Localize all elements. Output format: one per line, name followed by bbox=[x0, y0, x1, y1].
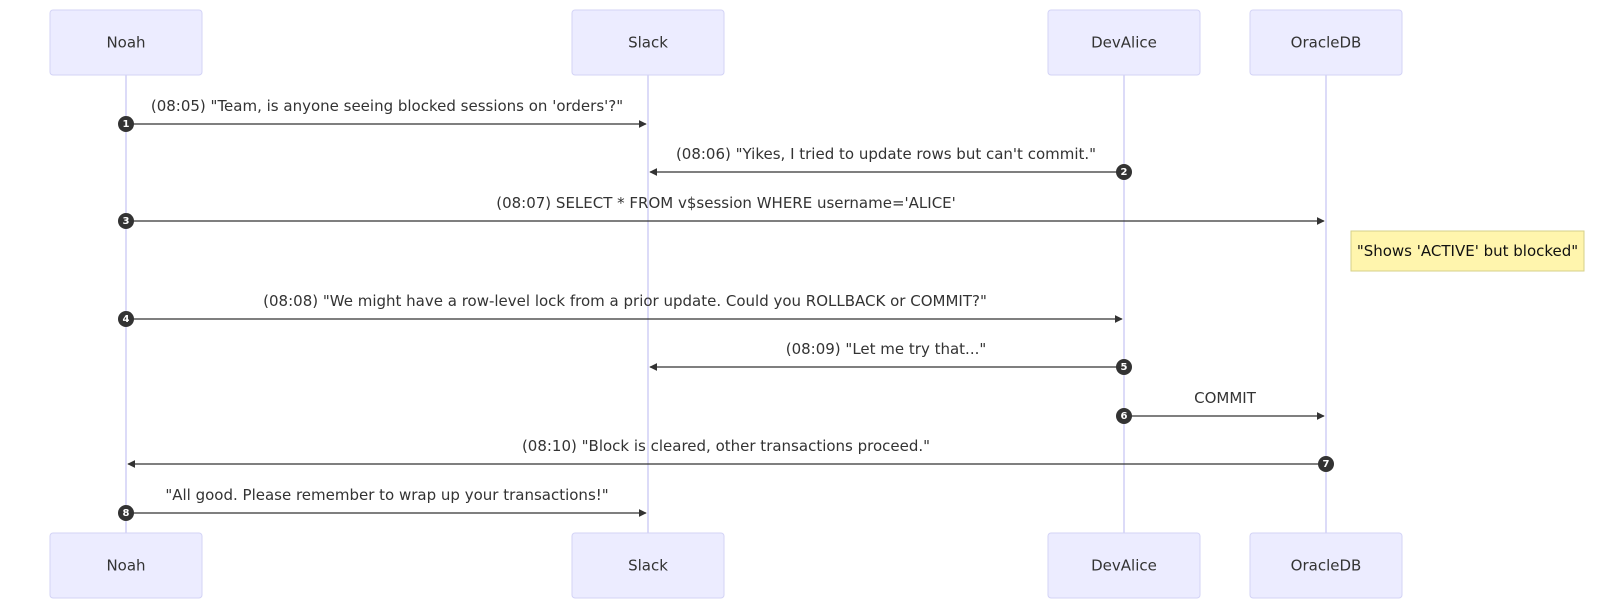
actor-noah-bottom: Noah bbox=[49, 532, 203, 599]
sequence-number: 1 bbox=[123, 119, 130, 130]
message-label: (08:08) "We might have a row-level lock … bbox=[263, 292, 987, 310]
sequence-number-badge bbox=[1116, 408, 1132, 424]
actor-label: Slack bbox=[628, 34, 668, 52]
actor-devalice-top: DevAlice bbox=[1047, 9, 1201, 76]
sequence-number: 8 bbox=[123, 508, 130, 519]
message-label: (08:10) "Block is cleared, other transac… bbox=[522, 437, 930, 455]
sequence-number: 4 bbox=[123, 314, 130, 325]
message-label: COMMIT bbox=[1194, 389, 1257, 407]
note-box bbox=[1350, 230, 1585, 272]
actor-box bbox=[571, 9, 725, 76]
actor-label: Noah bbox=[106, 34, 145, 52]
message-7: (08:10) "Block is cleared, other transac… bbox=[127, 437, 1334, 472]
notes: "Shows 'ACTIVE' but blocked" bbox=[1350, 230, 1585, 272]
actor-box bbox=[1249, 9, 1403, 76]
message-label: "All good. Please remember to wrap up yo… bbox=[165, 486, 608, 504]
sequence-number-badge bbox=[118, 116, 134, 132]
sequence-number-badge bbox=[1318, 456, 1334, 472]
actors-bottom: Noah Slack DevAlice OracleDB bbox=[49, 532, 1403, 599]
message-label: (08:05) "Team, is anyone seeing blocked … bbox=[151, 97, 623, 115]
actor-noah-top: Noah bbox=[49, 9, 203, 76]
actor-label: DevAlice bbox=[1091, 34, 1157, 52]
message-8: "All good. Please remember to wrap up yo… bbox=[118, 486, 647, 521]
actor-slack-top: Slack bbox=[571, 9, 725, 76]
sequence-number: 6 bbox=[1121, 411, 1128, 422]
sequence-number-badge bbox=[118, 213, 134, 229]
message-3: (08:07) SELECT * FROM v$session WHERE us… bbox=[118, 194, 1325, 229]
sequence-number-badge bbox=[118, 505, 134, 521]
message-label: (08:06) "Yikes, I tried to update rows b… bbox=[676, 145, 1096, 163]
actor-box bbox=[571, 532, 725, 599]
message-1: (08:05) "Team, is anyone seeing blocked … bbox=[118, 97, 647, 132]
sequence-number-badge bbox=[118, 311, 134, 327]
sequence-number: 2 bbox=[1121, 167, 1128, 178]
sequence-number: 5 bbox=[1121, 362, 1128, 373]
actor-box bbox=[49, 532, 203, 599]
actor-oracledb-bottom: OracleDB bbox=[1249, 532, 1403, 599]
actor-box bbox=[1249, 532, 1403, 599]
message-4: (08:08) "We might have a row-level lock … bbox=[118, 292, 1123, 327]
sequence-number: 3 bbox=[123, 216, 130, 227]
actor-box bbox=[49, 9, 203, 76]
note-text: "Shows 'ACTIVE' but blocked" bbox=[1357, 242, 1578, 260]
message-2: (08:06) "Yikes, I tried to update rows b… bbox=[649, 145, 1132, 180]
actor-oracledb-top: OracleDB bbox=[1249, 9, 1403, 76]
actor-label: OracleDB bbox=[1291, 34, 1362, 52]
note-oracledb: "Shows 'ACTIVE' but blocked" bbox=[1350, 230, 1585, 272]
actor-box bbox=[1047, 532, 1201, 599]
actor-devalice-bottom: DevAlice bbox=[1047, 532, 1201, 599]
actor-label: DevAlice bbox=[1091, 557, 1157, 575]
actor-label: Slack bbox=[628, 557, 668, 575]
actor-label: OracleDB bbox=[1291, 557, 1362, 575]
actor-label: Noah bbox=[106, 557, 145, 575]
sequence-number-badge bbox=[1116, 164, 1132, 180]
message-label: (08:07) SELECT * FROM v$session WHERE us… bbox=[496, 194, 956, 212]
actor-box bbox=[1047, 9, 1201, 76]
actors-top: Noah Slack DevAlice OracleDB bbox=[49, 9, 1403, 76]
message-6: COMMIT 6 bbox=[1116, 389, 1325, 424]
message-5: (08:09) "Let me try that..." 5 bbox=[649, 340, 1132, 375]
messages: (08:05) "Team, is anyone seeing blocked … bbox=[118, 97, 1334, 521]
actor-slack-bottom: Slack bbox=[571, 532, 725, 599]
sequence-number: 7 bbox=[1323, 459, 1330, 470]
message-label: (08:09) "Let me try that..." bbox=[786, 340, 987, 358]
sequence-number-badge bbox=[1116, 359, 1132, 375]
